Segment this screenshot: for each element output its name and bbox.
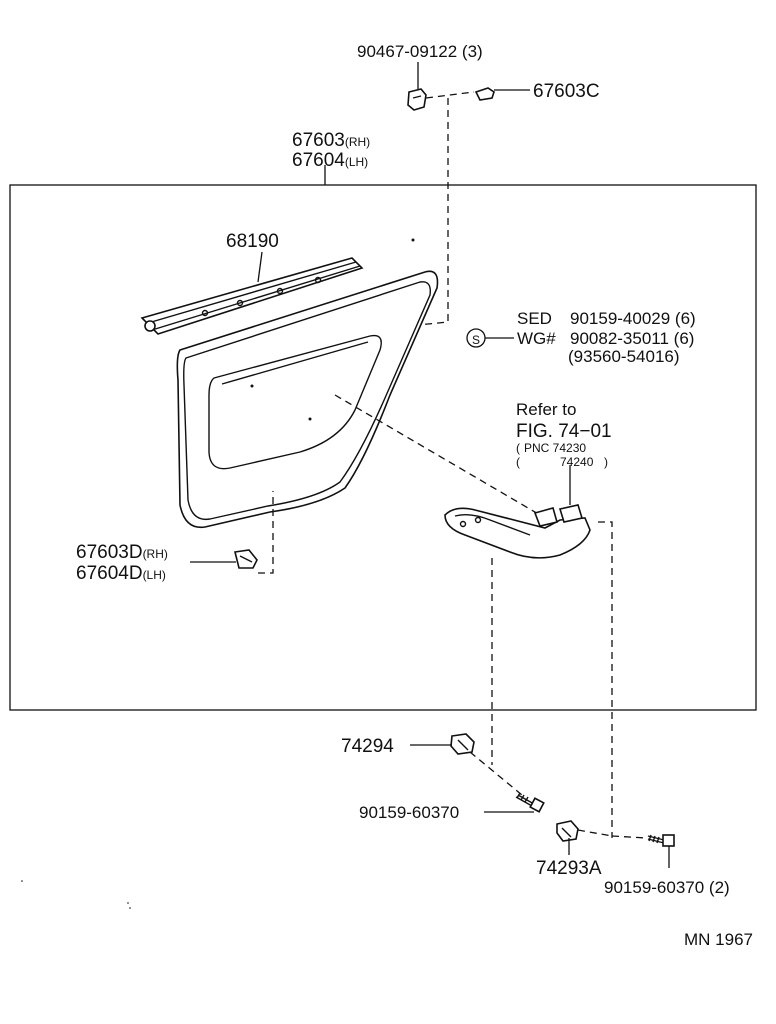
label-67604d: 67604D(LH)	[76, 563, 166, 584]
label-74293a: 74293A	[536, 858, 602, 879]
s-symbol-text: S	[472, 333, 480, 347]
assembly-frame	[9, 184, 757, 711]
screw-90159-60370-icon	[515, 792, 545, 813]
label-refer-pnc-1: PNC 74230	[524, 441, 586, 455]
leader-board-to-armrest	[334, 394, 541, 516]
clip-74293a-icon	[556, 820, 579, 842]
label-wg: WG#	[517, 329, 556, 348]
label-sed-part: 90159-40029 (6)	[570, 309, 696, 328]
clip-67603d-icon	[234, 549, 258, 569]
label-board-lh: 67604(LH)	[292, 150, 368, 171]
label-74294: 74294	[341, 736, 394, 757]
figure-code: MN 1967	[684, 930, 753, 949]
label-refer-line1: Refer to	[516, 400, 576, 419]
label-refer-pnc-close: )	[604, 455, 608, 469]
label-67603d: 67603D(RH)	[76, 542, 168, 563]
label-refer-pnc-open: (	[516, 441, 520, 455]
leader-74294-to-screw	[469, 751, 523, 796]
clip-67603c-icon	[474, 87, 530, 101]
s-symbol: S	[466, 328, 486, 348]
weatherstrip-68190-icon	[140, 257, 364, 335]
label-wg-alt-part: (93560-54016)	[568, 347, 680, 366]
label-screw-2: 90159-60370 (2)	[604, 878, 730, 897]
label-board-rh: 67603(RH)	[292, 130, 370, 151]
label-refer-pnc-2: 74240	[560, 455, 594, 469]
dot-mark	[411, 238, 415, 242]
leader-clip-dashed	[425, 91, 475, 99]
leader-68190	[257, 251, 263, 283]
armrest-handle-icon	[444, 504, 591, 559]
leader-armrest-down-right	[598, 521, 613, 838]
screw-90159-60370-2-icon	[647, 834, 675, 847]
leader-67603d-dashed	[258, 491, 274, 574]
door-trim-board-icon	[176, 270, 439, 529]
leader-74293a-dashed	[577, 829, 613, 837]
label-clip-90467: 90467-09122 (3)	[357, 42, 483, 61]
label-sed: SED	[517, 309, 552, 328]
label-67603c: 67603C	[533, 81, 600, 102]
leader-to-screw-2	[611, 835, 647, 839]
clip-74294-icon	[450, 733, 475, 755]
label-wg-part: 90082-35011 (6)	[570, 329, 694, 348]
label-68190: 68190	[226, 231, 279, 252]
clip-90467-icon	[407, 88, 427, 111]
scan-mark	[127, 902, 129, 904]
scan-mark	[129, 907, 131, 909]
label-refer-line2: FIG. 74−01	[516, 421, 612, 442]
leader-clip-to-board	[417, 98, 449, 326]
scan-mark	[21, 880, 23, 882]
label-screw-1: 90159-60370	[359, 803, 459, 822]
label-refer-pnc-open-2: (	[516, 455, 520, 469]
